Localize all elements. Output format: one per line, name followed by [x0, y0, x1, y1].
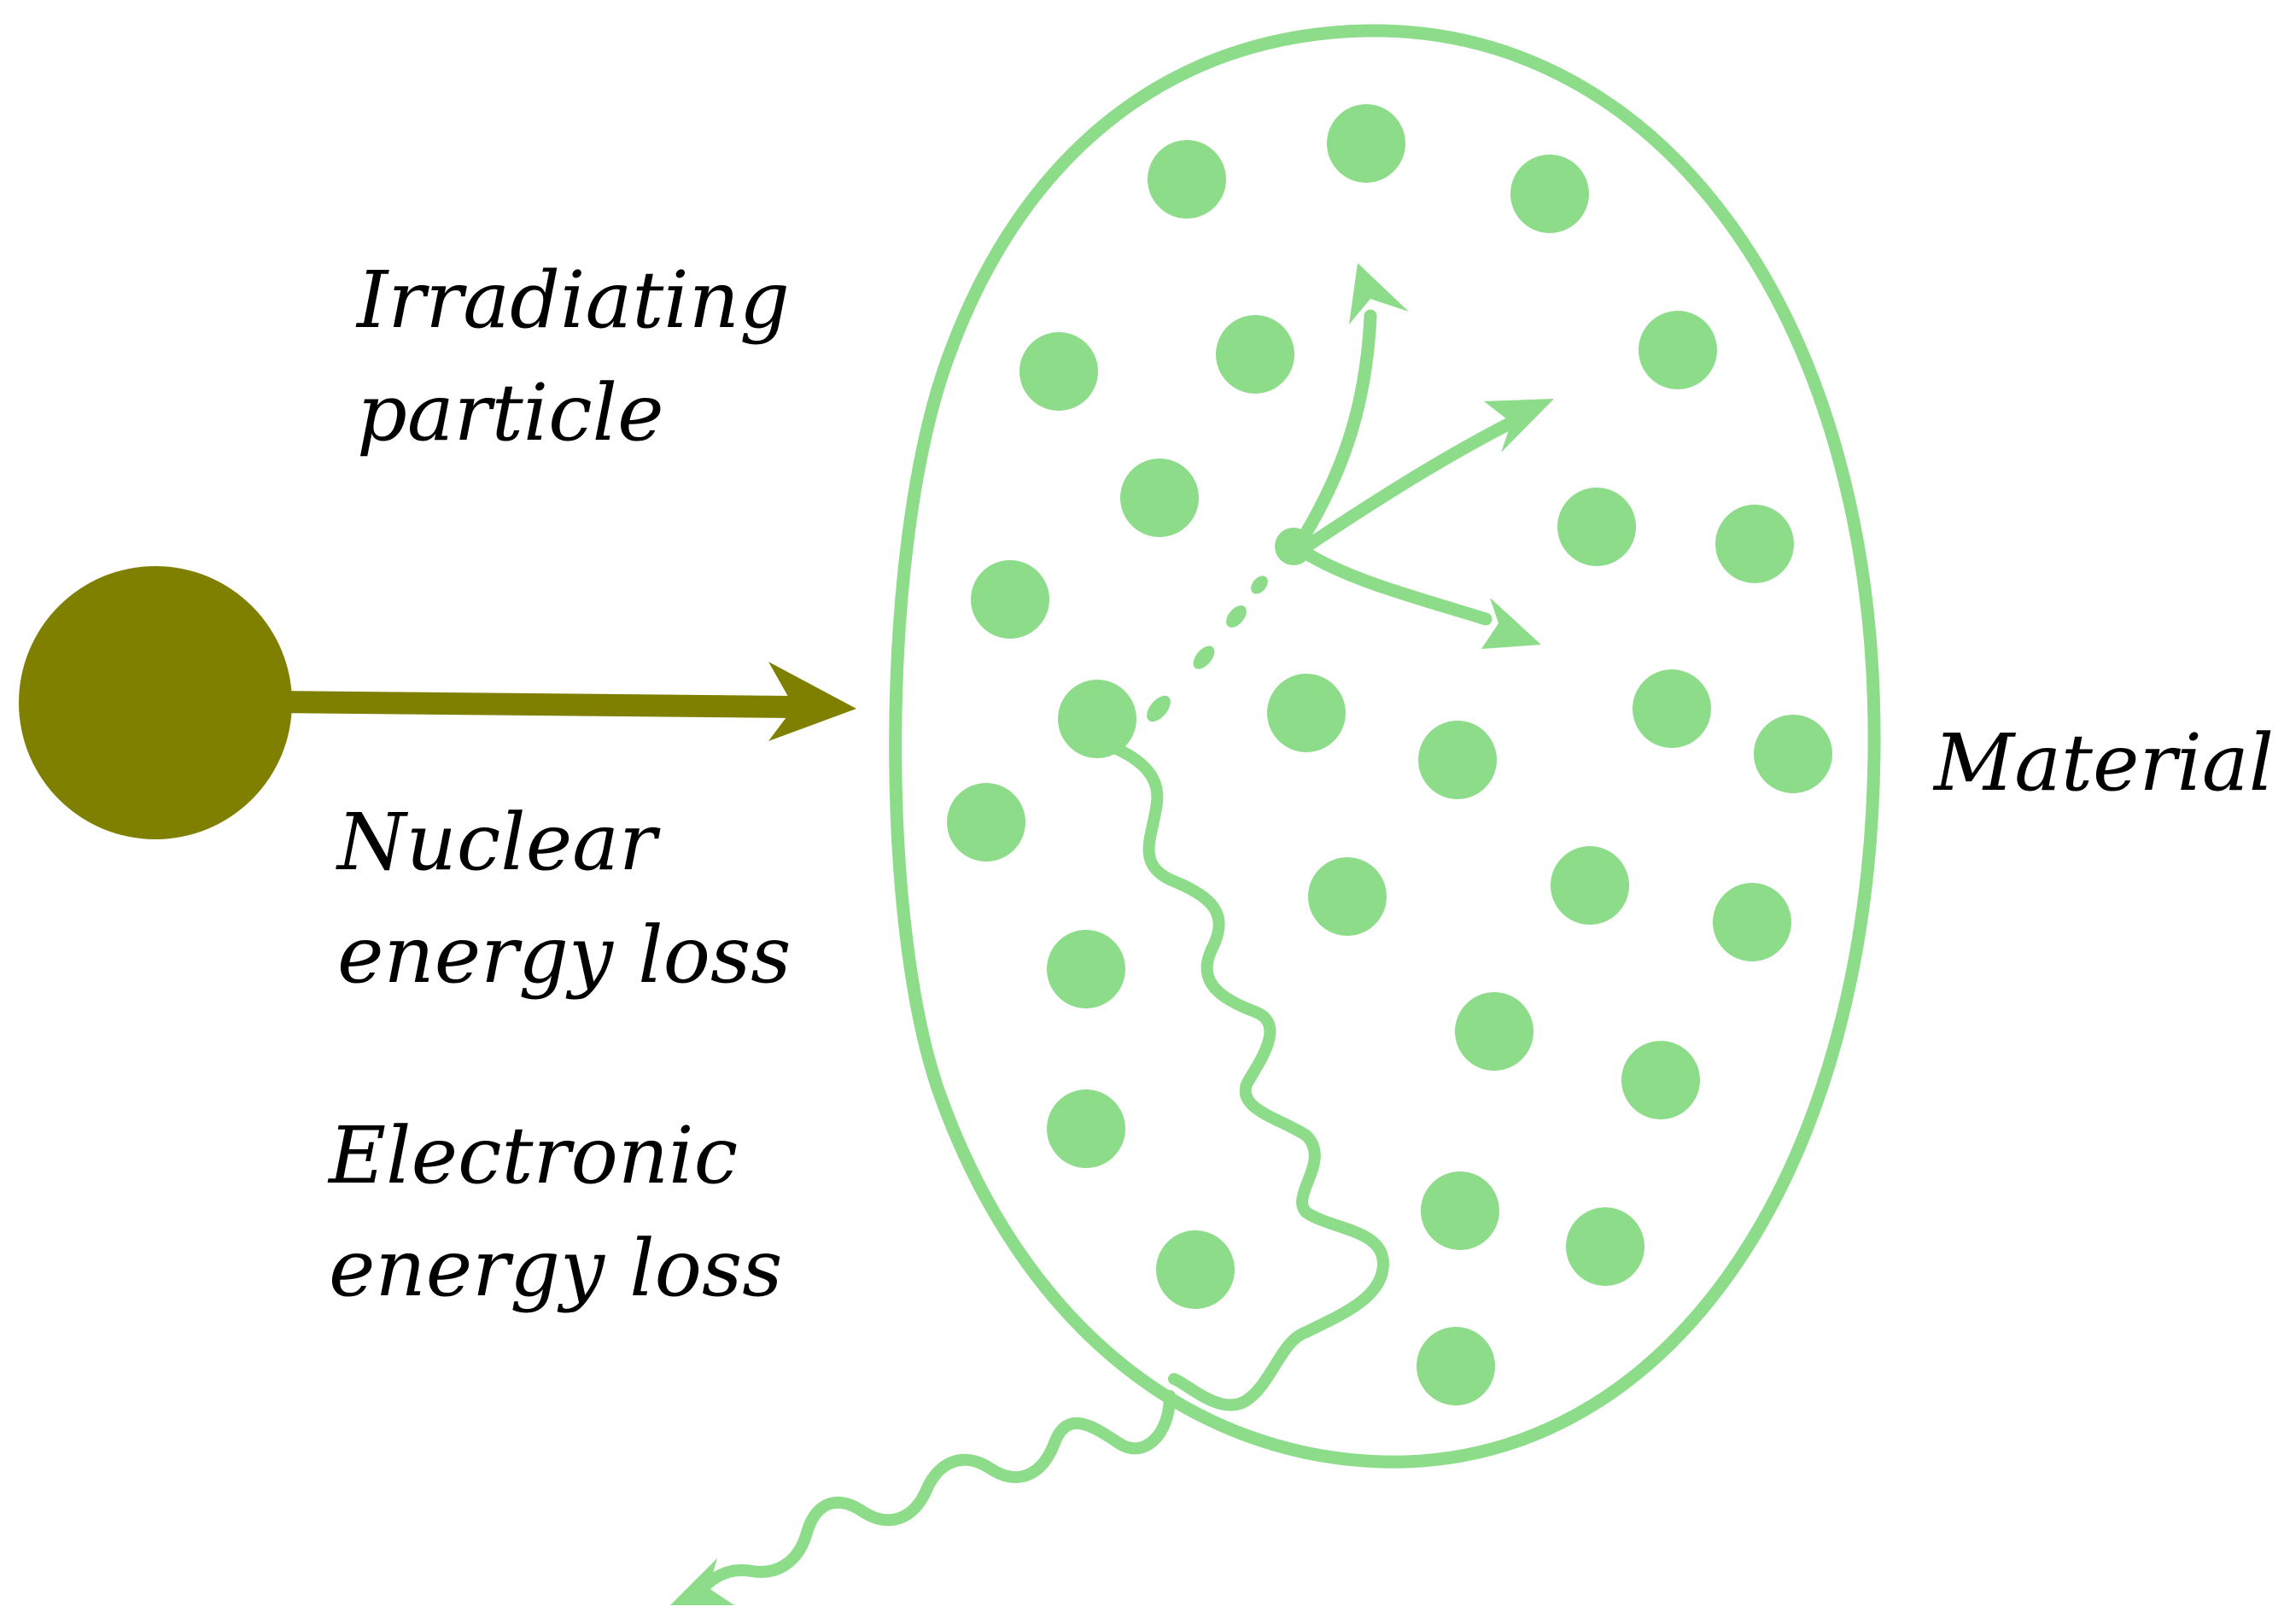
atom	[1267, 674, 1346, 752]
atom	[971, 560, 1049, 639]
atom	[1418, 721, 1497, 799]
label-irradiating-line2: particle	[357, 367, 664, 459]
atom	[1510, 155, 1589, 233]
cascade-dash	[1226, 605, 1247, 628]
atom	[1455, 992, 1533, 1071]
atom	[1148, 140, 1226, 219]
atom	[1551, 846, 1629, 925]
incident-arrow-shaft	[262, 691, 805, 718]
label-irradiating-line1: Irradiating	[355, 254, 790, 346]
cascade-dash	[1147, 695, 1171, 722]
atom	[1421, 1171, 1499, 1250]
radiation-wave	[690, 1390, 1176, 1603]
cascade-arrowhead-up	[1349, 263, 1409, 324]
collision-cascade-arrows	[1147, 263, 1554, 722]
atom	[1713, 883, 1791, 961]
label-material: Material	[1932, 717, 2274, 809]
cascade-dash	[1251, 575, 1268, 594]
incident-arrow-head	[768, 662, 856, 741]
cascade-arrowhead-right-down	[1481, 598, 1541, 649]
irradiating-particle-group	[19, 566, 856, 839]
emitted-radiation-wave	[670, 735, 1389, 1605]
cascade-branch-up	[1291, 309, 1377, 553]
electronic-track	[1091, 735, 1389, 1411]
label-nuclear-line2: energy loss	[337, 909, 791, 1001]
atom	[1047, 1089, 1125, 1168]
atom	[1019, 332, 1098, 411]
atom	[1047, 930, 1125, 1008]
radiation-arrowhead	[670, 1558, 734, 1605]
atom	[1156, 1230, 1235, 1309]
labels: Irradiating particle Nuclear energy loss…	[327, 254, 2274, 1314]
atom	[1557, 488, 1636, 566]
cascade-dash	[1193, 646, 1215, 669]
material-boundary	[889, 24, 1881, 1469]
particle-circle	[19, 566, 292, 839]
label-electronic-line1: Electronic	[327, 1110, 738, 1201]
atom	[1754, 715, 1832, 793]
atom	[1120, 459, 1199, 537]
label-electronic-line2: energy loss	[329, 1223, 782, 1314]
atom	[1633, 669, 1711, 748]
lattice-atoms	[947, 104, 1832, 1405]
atom	[1417, 1327, 1495, 1405]
atom	[1639, 311, 1717, 389]
atom	[1715, 505, 1794, 583]
atom	[1621, 1041, 1700, 1119]
label-nuclear-line1: Nuclear	[336, 797, 661, 888]
atom	[947, 783, 1025, 862]
cascade-branch-right-up	[1300, 412, 1527, 553]
atom	[1058, 680, 1136, 758]
atom	[1327, 104, 1405, 183]
cascade-branch-right-down	[1295, 544, 1492, 626]
cascade-arrowhead-right-up	[1484, 399, 1554, 453]
cascade-origin	[1275, 528, 1312, 565]
atom	[1308, 857, 1387, 936]
atom	[1216, 315, 1294, 394]
atom	[1566, 1207, 1644, 1286]
